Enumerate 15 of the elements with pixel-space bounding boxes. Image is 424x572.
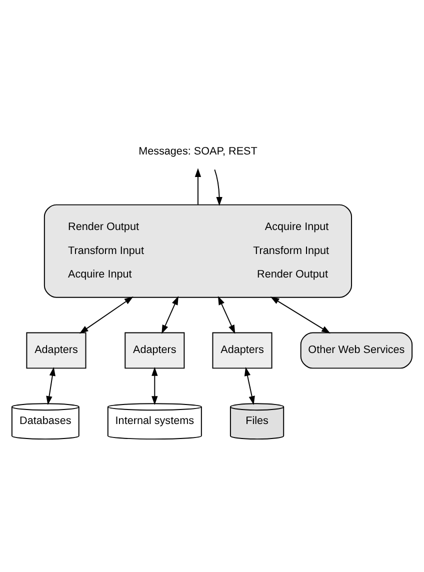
node-box: Adapters [124,332,185,368]
arrow [218,295,236,334]
node-box: Render Output Acquire Input Transform Input Transform Input Acquire Input Render Output [44,204,352,298]
node-box: Other Web Services [300,332,413,368]
arrow [270,296,330,334]
arrow [79,296,134,334]
arrow [214,168,222,206]
node-text: Messages: SOAP, REST [138,144,258,157]
arrow [46,366,56,404]
arrow [194,168,202,204]
arrow [244,366,255,404]
arrow [152,366,158,405]
node-box: Adapters [212,332,272,368]
arrow [162,295,178,334]
node-box: Adapters [26,332,86,368]
